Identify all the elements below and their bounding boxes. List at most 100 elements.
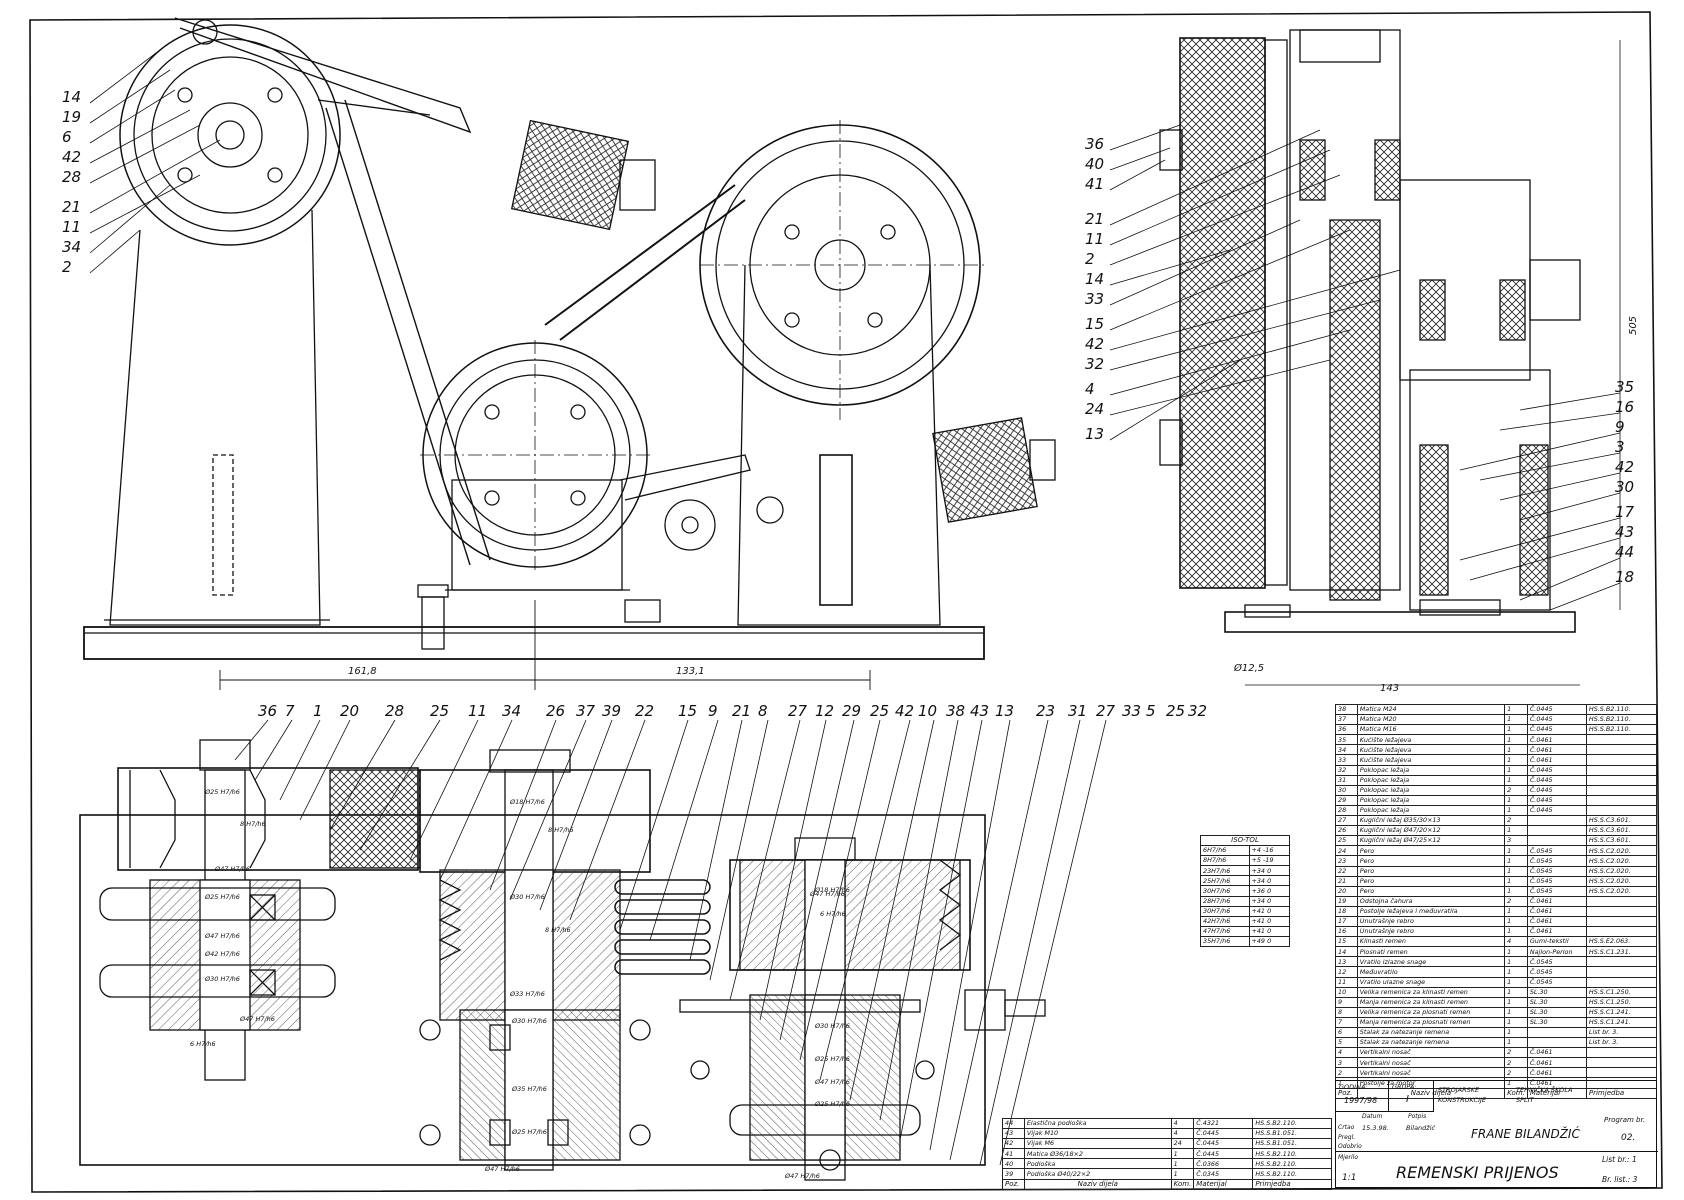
part-label: 41: [1085, 175, 1105, 193]
tol-fit: 35H7/h6: [1200, 935, 1250, 948]
part-label: 42: [895, 702, 915, 720]
part-note: HS.S.B1.051.: [1252, 1138, 1332, 1150]
part-note: HS.S.B2.110.: [1585, 724, 1658, 736]
part-qty: 1: [1504, 845, 1528, 857]
part-name: Matica M20: [1356, 714, 1506, 726]
part-position: 21: [1335, 875, 1358, 887]
part-material: Č.0445: [1526, 764, 1587, 776]
part-label: 34: [502, 702, 522, 720]
school: TEHNIČKA ŠKOLA SPLIT: [1516, 1086, 1573, 1104]
part-label: 21: [62, 198, 82, 216]
part-qty: 1: [1504, 855, 1528, 867]
part-material: Č.0445: [1526, 784, 1587, 796]
datum-label: Datum: [1362, 1113, 1383, 1120]
part-qty: 2: [1504, 784, 1528, 796]
part-label: 22: [635, 702, 655, 720]
part-label: 15: [1085, 315, 1105, 333]
part-position: 38: [1335, 703, 1358, 716]
part-name: Odstojna čahura: [1356, 895, 1506, 907]
part-qty: 1: [1504, 956, 1528, 968]
part-name: Unutrašnje rebro: [1356, 915, 1506, 928]
part-material: SL.30: [1526, 1016, 1587, 1029]
tol-fit: 47H7/h6: [1200, 925, 1250, 937]
part-qty: 1: [1504, 865, 1528, 877]
author-name: FRANE BILANDŽIĆ: [1471, 1127, 1580, 1141]
part-position: 34: [1335, 744, 1358, 756]
part-position: 14: [1335, 946, 1358, 958]
fit-label: Ø47 H7/h6: [205, 932, 240, 940]
part-label: 25: [430, 702, 450, 720]
odobrio-label: Odobrio: [1338, 1143, 1362, 1150]
part-material: Č.0461: [1526, 1067, 1587, 1079]
section-view: [79, 739, 1046, 1181]
part-label: 10: [918, 702, 938, 720]
right-leaders: [1109, 124, 1621, 611]
part-material: Č.0445: [1193, 1138, 1254, 1150]
part-material: Č.0445: [1526, 703, 1587, 716]
part-material: Č.0461: [1526, 915, 1587, 928]
part-position: 33: [1335, 754, 1358, 766]
part-label: 9: [708, 702, 718, 720]
part-name: Vertikalni nosač: [1356, 1047, 1506, 1059]
part-qty: 4: [1170, 1117, 1195, 1130]
part-label: 5: [1146, 702, 1156, 720]
potpis-label: Potpis: [1408, 1113, 1427, 1120]
part-position: 22: [1335, 865, 1358, 877]
part-note: HS.S.B2.110.: [1252, 1148, 1332, 1160]
part-name: Kuglični ležaj Ø35/30×13: [1356, 815, 1506, 827]
fit-label: Ø47 H7/h6: [485, 1165, 520, 1173]
part-qty: 2: [1504, 815, 1528, 827]
part-note: List br. 3.: [1585, 1037, 1658, 1049]
part-label: 32: [1188, 702, 1208, 720]
part-label: 14: [62, 88, 82, 106]
part-qty: 1: [1504, 714, 1528, 726]
part-position: 24: [1335, 845, 1358, 857]
fit-label: Ø18 H7/h6: [815, 886, 850, 894]
part-position: 6: [1335, 1026, 1358, 1039]
title-block: GODINA: 1997/98 GRUPA: I STROJARSKE KONS…: [1335, 1080, 1658, 1188]
part-qty: 1: [1504, 825, 1528, 837]
part-qty: 1: [1504, 764, 1528, 776]
part-material: Č.0545: [1526, 875, 1587, 887]
part-material: Č.0461: [1526, 754, 1587, 766]
col-header: Naziv dijela: [1023, 1178, 1172, 1190]
fit-label: Ø47 H7/h6: [215, 865, 250, 873]
part-name: Vertikalni nosač: [1356, 1057, 1506, 1069]
part-qty: 2: [1504, 1047, 1528, 1059]
part-name: Međuvratilo: [1356, 966, 1506, 978]
part-position: 13: [1335, 956, 1358, 968]
part-name: Podloška: [1023, 1158, 1172, 1170]
part-material: Gumi-tekstil: [1526, 936, 1587, 948]
fit-label: Ø25 H7/h6: [205, 788, 240, 796]
part-label: 32: [1085, 355, 1105, 373]
part-qty: 1: [1170, 1168, 1195, 1180]
fit-label: Ø25 H7/h6: [512, 1128, 547, 1136]
col-header: Primjedba: [1252, 1178, 1332, 1190]
part-label: 13: [995, 702, 1015, 720]
part-qty: 1: [1504, 734, 1528, 746]
list-count: Br. list.: 3: [1602, 1175, 1638, 1184]
part-position: 8: [1335, 1006, 1358, 1018]
part-position: 19: [1335, 895, 1358, 907]
part-material: Č.0545: [1526, 885, 1587, 897]
part-position: 40: [1002, 1158, 1025, 1170]
part-note: HS.S.C1.231.: [1585, 946, 1658, 958]
part-material: Č.0461: [1526, 926, 1587, 938]
part-note: HS.S.C2.020.: [1585, 885, 1658, 897]
fit-label: 6 H7/h6: [190, 1040, 216, 1048]
part-name: Stalak za natezanje remena: [1356, 1037, 1506, 1049]
part-material: Č.0445: [1193, 1128, 1254, 1140]
